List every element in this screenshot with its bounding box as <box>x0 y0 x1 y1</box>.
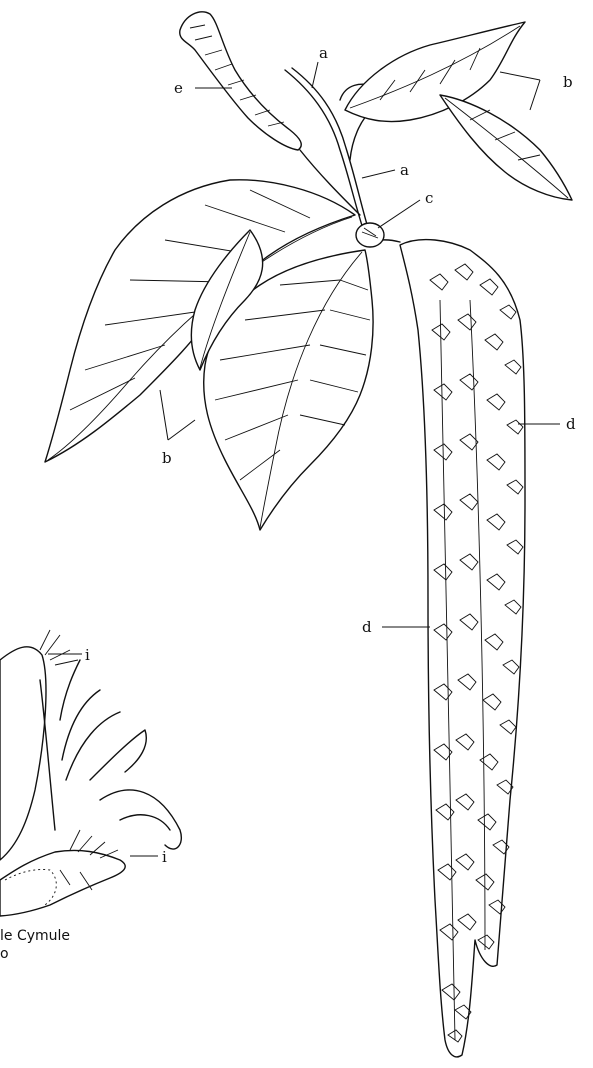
label-b-left: b <box>162 449 172 467</box>
long-catkin <box>400 240 525 1057</box>
label-i-lower: i <box>162 848 167 866</box>
caption-line-1: le Cymule <box>0 928 70 944</box>
label-d-left: d <box>362 618 372 636</box>
male-catkin-upper <box>180 12 302 150</box>
label-e: e <box>174 79 183 97</box>
cymule-detail <box>0 630 181 916</box>
caption-line-2: o <box>0 946 9 962</box>
label-b-right: b <box>563 73 573 91</box>
label-i-upper: i <box>85 646 90 664</box>
label-a-upper: a <box>319 44 328 62</box>
upper-right-leaves <box>345 22 572 200</box>
label-a-lower: a <box>400 161 409 179</box>
label-c: c <box>425 189 433 207</box>
label-d-right: d <box>566 415 576 433</box>
